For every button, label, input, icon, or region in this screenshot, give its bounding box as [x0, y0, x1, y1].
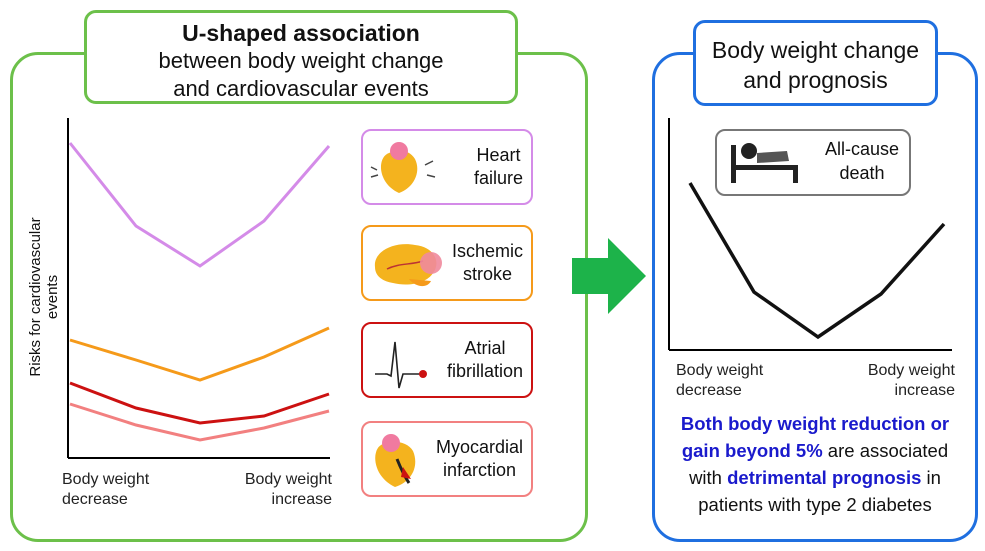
left-risk-chart [67, 118, 331, 459]
left-title-bold: U-shaped association [182, 20, 420, 46]
brain-icon [374, 244, 442, 287]
patient-bed-icon [731, 143, 798, 183]
heart-failure-line [68, 142, 331, 268]
heart-infarction-icon [375, 434, 416, 487]
right-arrow-icon [572, 238, 646, 314]
right-death-chart [668, 118, 952, 351]
heart-failure-icon [370, 142, 436, 193]
ecg-icon [375, 341, 427, 389]
left-title-line3: and cardiovascular events [173, 76, 429, 101]
right-panel-title: Body weight change and prognosis [693, 20, 938, 106]
conclusion-text: Both body weight reduction or gain beyon… [680, 413, 950, 515]
atrial-fibrillation-line [69, 381, 330, 425]
ischemic-stroke-line [69, 326, 330, 382]
left-title-line2: between body weight change [158, 48, 444, 73]
left-panel-title: U-shaped association between body weight… [84, 10, 518, 104]
y-axis-label: Risks for cardiovascular events [27, 217, 61, 377]
all-cause-death-line [688, 182, 946, 340]
myocardial-infarction-line [69, 402, 330, 442]
